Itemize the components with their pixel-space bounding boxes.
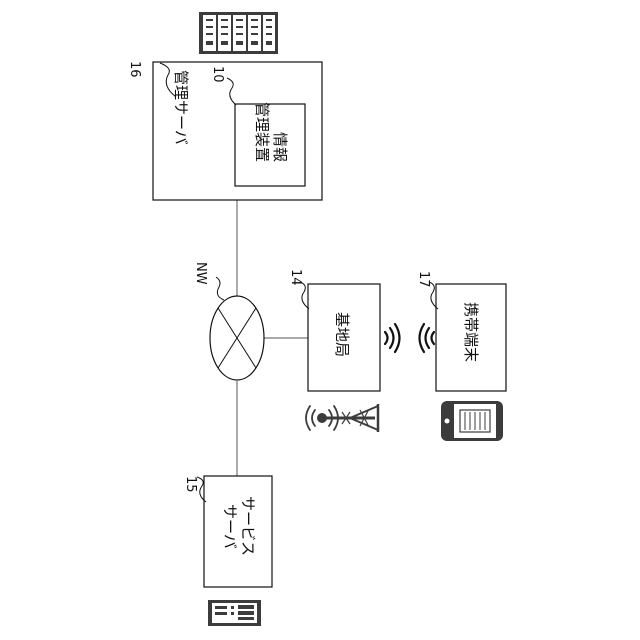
ref-number-10: 10 <box>210 66 225 83</box>
management-server-label: 管理サーバ <box>172 70 190 145</box>
info-device-label-line1: 情報 <box>271 132 289 162</box>
service-server-label-line2: サーバ <box>221 504 239 549</box>
wireless-signal-icon <box>385 324 434 352</box>
mobile-terminal-node: 携帯端末 17 <box>416 271 506 391</box>
base-station-node: 基地局 14 <box>288 269 380 391</box>
lead-line-nw <box>216 277 224 300</box>
network-label: NW <box>193 262 208 285</box>
network-node: NW <box>193 262 264 380</box>
ref-number-15: 15 <box>183 476 198 493</box>
info-device-label-line2: 管理装置 <box>253 102 271 162</box>
ref-number-16: 16 <box>127 61 142 78</box>
management-server-node: 管理サーバ 16 情報 管理装置 10 <box>127 61 322 200</box>
ref-number-17: 17 <box>416 271 431 288</box>
antenna-tower-icon <box>306 404 378 432</box>
tower-server-icon <box>208 600 261 626</box>
mobile-terminal-label: 携帯端末 <box>462 302 480 362</box>
ref-number-14: 14 <box>288 269 303 286</box>
server-rack-icon <box>199 12 278 54</box>
service-server-label-line1: サービス <box>239 496 257 556</box>
base-station-label: 基地局 <box>333 312 351 357</box>
service-server-node: サービス サーバ 15 <box>183 476 272 587</box>
smartphone-icon <box>441 401 503 441</box>
